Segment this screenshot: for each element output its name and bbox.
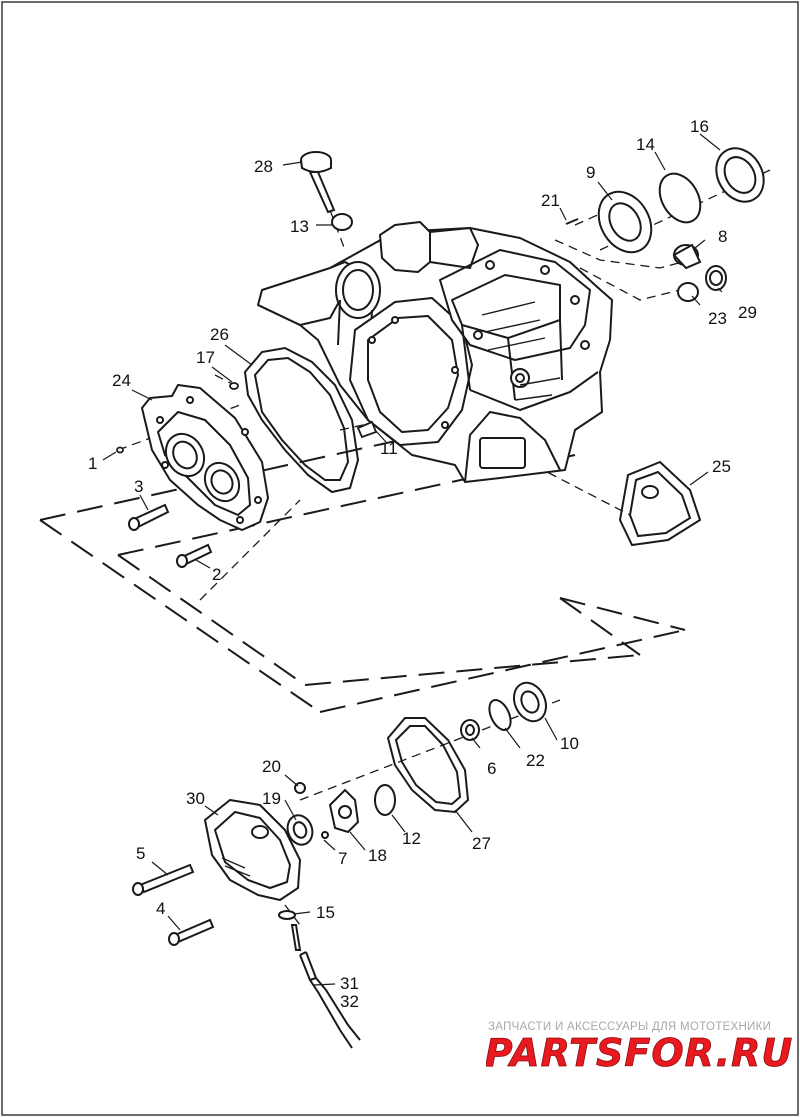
callout-26: 26 [210, 325, 229, 344]
callout-31: 31 [340, 974, 359, 993]
callout-19: 19 [262, 789, 281, 808]
callout-22: 22 [526, 751, 545, 770]
callout-25: 25 [712, 457, 731, 476]
callout-24: 24 [112, 371, 131, 390]
callout-10: 10 [560, 734, 579, 753]
callout-16: 16 [690, 117, 709, 136]
callout-20: 20 [262, 757, 281, 776]
callout-17: 17 [196, 348, 215, 367]
callout-6: 6 [487, 759, 497, 778]
callout-28: 28 [254, 157, 273, 176]
callout-21: 21 [541, 191, 560, 210]
shift-cover [204, 799, 301, 901]
watermark-tagline: ЗАПЧАСТИ И АКСЕССУАРЫ ДЛЯ МОТОТЕХНИКИ [488, 1021, 772, 1033]
callout-4: 4 [156, 899, 166, 918]
watermark-logo: PARTSFOR.RU [486, 1031, 792, 1074]
callout-5: 5 [136, 844, 146, 863]
transmission-housing [257, 221, 613, 483]
cable-and-oring [278, 910, 361, 1049]
callout-13: 13 [290, 217, 309, 236]
cover-bolts [132, 863, 215, 946]
callout-15: 15 [316, 903, 335, 922]
callout-8: 8 [718, 227, 728, 246]
callout-14: 14 [636, 135, 655, 154]
callout-7: 7 [338, 849, 348, 868]
callout-32: 32 [340, 992, 359, 1011]
cover-screws [128, 503, 213, 568]
callout-23: 23 [708, 309, 727, 328]
callout-27: 27 [472, 834, 491, 853]
callout-1: 1 [88, 454, 98, 473]
callout-18: 18 [368, 846, 387, 865]
shift-lever-parts [286, 681, 548, 846]
callout-30: 30 [186, 789, 205, 808]
callout-11: 11 [380, 439, 398, 458]
callout-3: 3 [134, 477, 144, 496]
top-cover-gasket [618, 460, 702, 547]
shift-shaft-plug [300, 151, 353, 231]
transmission-side-door [141, 384, 269, 531]
watermark-logo-text: PARTSFOR.RU [486, 1031, 792, 1074]
dowel-pins [116, 382, 378, 454]
callout-29: 29 [738, 303, 757, 322]
leader-lines [102, 133, 723, 986]
shift-cover-gasket [386, 717, 470, 814]
side-door-gasket [243, 346, 360, 494]
bearing-assembly [565, 147, 765, 302]
callout-9: 9 [586, 163, 596, 182]
callout-12: 12 [402, 829, 421, 848]
callout-2: 2 [212, 565, 222, 584]
